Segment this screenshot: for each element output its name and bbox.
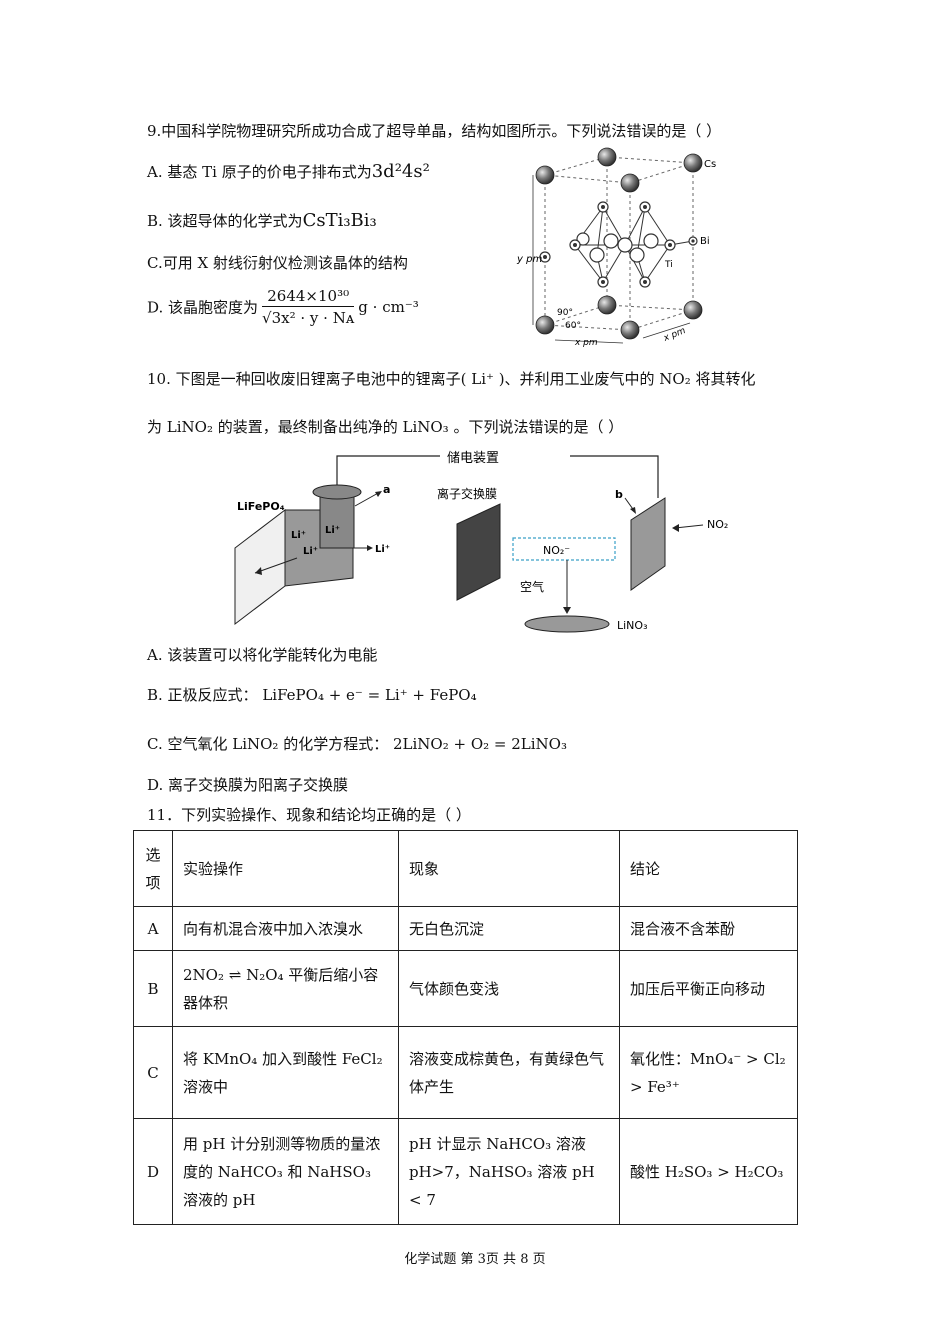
row-conclusion: 混合液不含苯酚 (619, 906, 798, 951)
row-key: D (133, 1118, 173, 1225)
membrane-label: 离子交换膜 (437, 486, 497, 501)
lino3-label: LiNO₃ (617, 619, 647, 632)
q9-option-b: B. 该超导体的化学式为CsTi₃Bi₃ (147, 210, 377, 231)
lifepo4-label: LiFePO₄ (237, 500, 285, 513)
row-conclusion: 加压后平衡正向移动 (619, 950, 798, 1027)
header-operation: 实验操作 (172, 830, 399, 907)
row-key: A (133, 906, 173, 951)
angle-60-label: 60° (565, 321, 581, 331)
q11-stem: 11．下列实验操作、现象和结论均正确的是（ ） (147, 806, 471, 824)
q10-option-a: A. 该装置可以将化学能转化为电能 (147, 646, 378, 664)
row-operation: 用 pH 计分别测等物质的量浓度的 NaHCO₃ 和 NaHSO₃ 溶液的 pH (172, 1118, 399, 1225)
q9-option-a-text: A. 基态 Ti 原子的价电子排布式为 (147, 163, 372, 181)
q10-stem-line2: 为 LiNO₂ 的装置，最终制备出纯净的 LiNO₃ 。下列说法错误的是（ ） (147, 418, 624, 436)
header-option: 选项 (133, 830, 173, 907)
angle-90-label: 90° (557, 308, 573, 318)
row-phenomenon: pH 计显示 NaHCO₃ 溶液 pH>7，NaHSO₃ 溶液 pH < 7 (398, 1118, 620, 1225)
y-dimension-label: y pm (516, 254, 542, 265)
q9-option-c: C.可用 X 射线衍射仪检测该晶体的结构 (147, 254, 408, 272)
row-operation: 将 KMnO₄ 加入到酸性 FeCl₂ 溶液中 (172, 1026, 399, 1119)
air-label: 空气 (520, 579, 544, 594)
table-row: C 将 KMnO₄ 加入到酸性 FeCl₂ 溶液中 溶液变成棕黄色，有黄绿色气体… (133, 1026, 798, 1119)
density-denominator: √3x² · y · Nᴀ (262, 309, 355, 327)
table-header-row: 选项 实验操作 现象 结论 (133, 830, 798, 907)
row-phenomenon: 无白色沉淀 (398, 906, 620, 951)
q9-option-d-text: D. 该晶胞密度为 (147, 298, 259, 317)
row-conclusion: 酸性 H₂SO₃ > H₂CO₃ (619, 1118, 798, 1225)
table-row: D 用 pH 计分别测等物质的量浓度的 NaHCO₃ 和 NaHSO₃ 溶液的 … (133, 1118, 798, 1225)
q10-option-d: D. 离子交换膜为阳离子交换膜 (147, 776, 349, 794)
page-footer: 化学试题 第 3页 共 8 页 (404, 1252, 546, 1267)
x-dimension-label-1: x pm (574, 338, 598, 348)
x-dimension-label-2: x pm (661, 326, 687, 344)
electrode-b-label: b (615, 488, 623, 501)
li-ion-label-2: Li⁺ (325, 525, 340, 536)
bi-label: Bi (700, 236, 710, 247)
row-key: C (133, 1026, 173, 1119)
q10-option-c: C. 空气氧化 LiNO₂ 的化学方程式： 2LiNO₂ + O₂ = 2LiN… (147, 735, 567, 753)
row-conclusion: 氧化性：MnO₄⁻ > Cl₂ > Fe³⁺ (619, 1026, 798, 1119)
battery-recycling-figure: 储电装置 LiFePO₄ a Li⁺ Li⁺ Li⁺ Li⁺ 离子交换膜 b N… (234, 451, 728, 633)
density-unit: g · cm⁻³ (358, 298, 419, 316)
header-phenomenon: 现象 (398, 830, 620, 907)
nitrite-ion-label: NO₂⁻ (543, 544, 570, 557)
no2-gas-label: NO₂ (707, 518, 728, 531)
li-ion-label-3: Li⁺ (303, 546, 318, 557)
row-operation: 2NO₂ ⇌ N₂O₄ 平衡后缩小容器体积 (172, 950, 399, 1027)
row-operation: 向有机混合液中加入浓溴水 (172, 906, 399, 951)
ti-label: Ti (664, 260, 673, 270)
q9-option-b-text: B. 该超导体的化学式为 (147, 212, 303, 230)
q9-option-b-formula: CsTi₃Bi₃ (302, 210, 377, 231)
table-row: B 2NO₂ ⇌ N₂O₄ 平衡后缩小容器体积 气体颜色变浅 加压后平衡正向移动 (133, 950, 798, 1027)
q9-option-a-formula: 3d²4s² (371, 161, 430, 182)
table-row: A 向有机混合液中加入浓溴水 无白色沉淀 混合液不含苯酚 (133, 906, 798, 951)
row-phenomenon: 气体颜色变浅 (398, 950, 620, 1027)
q9-option-a: A. 基态 Ti 原子的价电子排布式为3d²4s² (147, 161, 430, 182)
electrode-a-label: a (383, 483, 390, 496)
header-conclusion: 结论 (619, 830, 798, 907)
row-key: B (133, 950, 173, 1027)
q10-stem-line1: 10. 下图是一种回收废旧锂离子电池中的锂离子( Li⁺ )、并利用工业废气中的… (147, 370, 756, 388)
density-fraction: 2644×10³⁰ √3x² · y · Nᴀ (262, 287, 355, 327)
li-ion-label-1: Li⁺ (291, 530, 306, 541)
cs-label: Cs (704, 159, 716, 170)
q10-option-b: B. 正极反应式： LiFePO₄ + e⁻ = Li⁺ + FePO₄ (147, 686, 477, 704)
density-numerator: 2644×10³⁰ (262, 287, 355, 307)
storage-device-label: 储电装置 (447, 451, 499, 466)
crystal-structure-figure: Cs Bi Ti y pm x pm x pm 90° 60° (516, 147, 716, 348)
row-phenomenon: 溶液变成棕黄色，有黄绿色气体产生 (398, 1026, 620, 1119)
li-ion-label-4: Li⁺ (375, 544, 390, 555)
q9-stem: 9.中国科学院物理研究所成功合成了超导单晶，结构如图所示。下列说法错误的是（ ） (147, 122, 722, 140)
experiment-table: 选项 实验操作 现象 结论 A 向有机混合液中加入浓溴水 无白色沉淀 混合液不含… (133, 830, 798, 1225)
